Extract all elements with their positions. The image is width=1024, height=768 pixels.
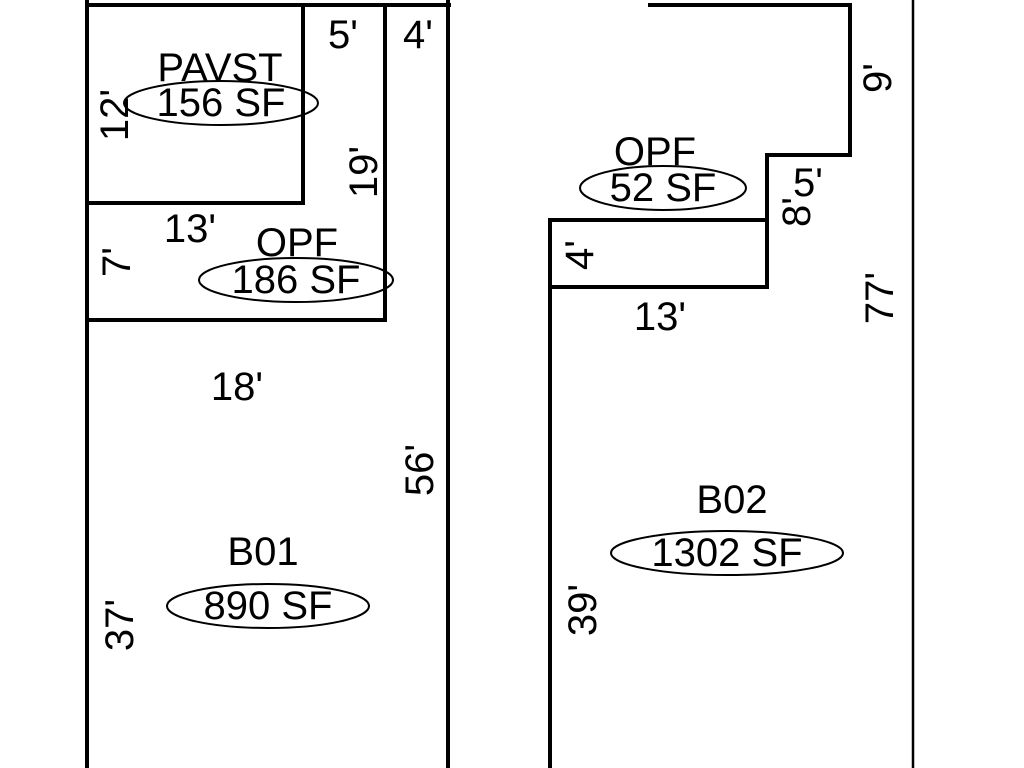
pavst-dim-height: 12' bbox=[93, 89, 137, 141]
opf-left-label: OPF bbox=[256, 221, 338, 265]
b02-area: 1302 SF bbox=[651, 531, 802, 575]
b01-dim-right: 56' bbox=[398, 444, 442, 496]
b02-stepped-wall bbox=[548, 3, 852, 289]
pavst-area: 156 SF bbox=[157, 81, 286, 125]
opf-left-dim-top: 5' bbox=[328, 13, 358, 57]
opf-left-area-oval bbox=[198, 257, 394, 303]
b01-area-oval bbox=[166, 583, 370, 629]
pavst-dim-width: 13' bbox=[164, 207, 216, 251]
b01-area: 890 SF bbox=[204, 584, 333, 628]
opf-left-area: 186 SF bbox=[232, 258, 361, 302]
b01-dim-top: 4' bbox=[403, 13, 433, 57]
opf-right-top-wall bbox=[548, 218, 769, 768]
b02-dim-left: 39' bbox=[561, 584, 605, 636]
b01-dim-left: 37' bbox=[98, 599, 142, 651]
opf-right-area: 52 SF bbox=[610, 166, 717, 210]
opf-right-label: OPF bbox=[614, 130, 696, 174]
pavst-area-oval bbox=[123, 80, 319, 126]
opf-right-dim-width: 13' bbox=[634, 295, 686, 339]
opf-left-dim-lower: 7' bbox=[95, 247, 139, 277]
opf-right-area-oval bbox=[579, 165, 747, 211]
b02-structure bbox=[548, 0, 915, 768]
pavst-boundary bbox=[85, 3, 305, 205]
b02-dim-top-step: 9' bbox=[856, 63, 900, 93]
b02-label: B02 bbox=[696, 478, 767, 522]
b02-dim-step-height: 8' bbox=[775, 197, 819, 227]
b01-structure bbox=[85, 0, 451, 768]
b02-area-oval bbox=[610, 530, 844, 576]
pavst-label: PAVST bbox=[157, 46, 282, 90]
b01-dim-width: 18' bbox=[211, 365, 263, 409]
opf-left-dim-side: 19' bbox=[342, 146, 386, 198]
b02-dim-step-width: 5' bbox=[793, 161, 823, 205]
b02-dim-right: 77' bbox=[858, 272, 902, 324]
opf-right-dim-side: 4' bbox=[558, 240, 602, 270]
b01-label: B01 bbox=[227, 530, 298, 574]
opf-left-boundary bbox=[85, 3, 387, 322]
